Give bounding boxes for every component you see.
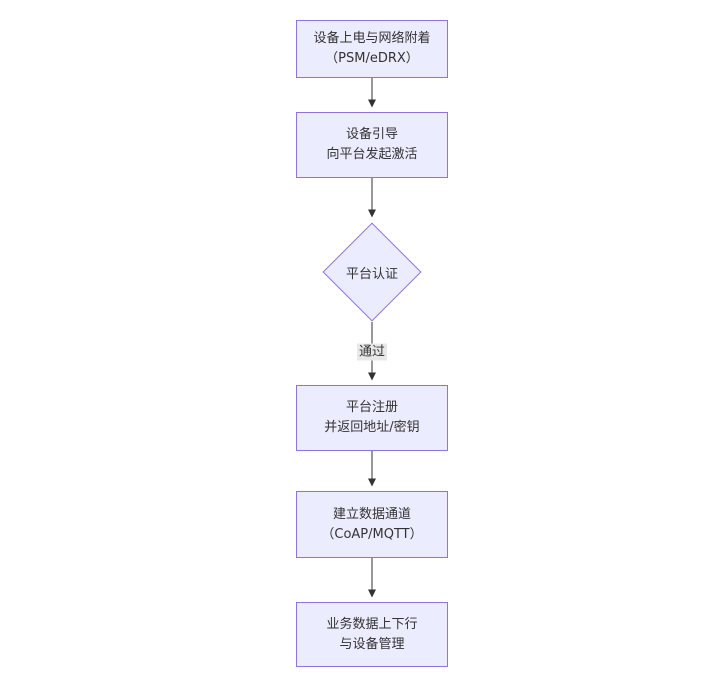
node-label-line: （PSM/eDRX）	[325, 51, 419, 66]
node-label-line: （CoAP/MQTT）	[321, 526, 423, 542]
flow-node-bootstrap: 设备引导 向平台发起激活	[296, 112, 448, 178]
flow-node-auth-decision: 平台认证	[322, 222, 422, 322]
node-label-line: 建立数据通道	[332, 506, 411, 522]
node-label-line: 业务数据上下行	[326, 616, 418, 632]
node-label-line: 平台认证	[345, 266, 398, 282]
flow-node-business-data: 业务数据上下行 与设备管理	[296, 602, 448, 667]
node-label-line: 设备上电与网络附着	[313, 31, 431, 46]
node-label-line: 向平台发起激活	[326, 147, 418, 162]
flow-node-data-channel: 建立数据通道 （CoAP/MQTT）	[296, 491, 448, 558]
node-label-line: 并返回地址/密钥	[324, 420, 420, 435]
flow-node-register: 平台注册 并返回地址/密钥	[296, 385, 448, 451]
node-label-line: 与设备管理	[339, 636, 405, 652]
edge-label-pass: 通过	[356, 343, 388, 361]
flow-node-power-attach: 设备上电与网络附着 （PSM/eDRX）	[296, 20, 448, 78]
node-label-line: 设备引导	[345, 127, 398, 142]
node-label-line: 平台注册	[345, 400, 398, 415]
